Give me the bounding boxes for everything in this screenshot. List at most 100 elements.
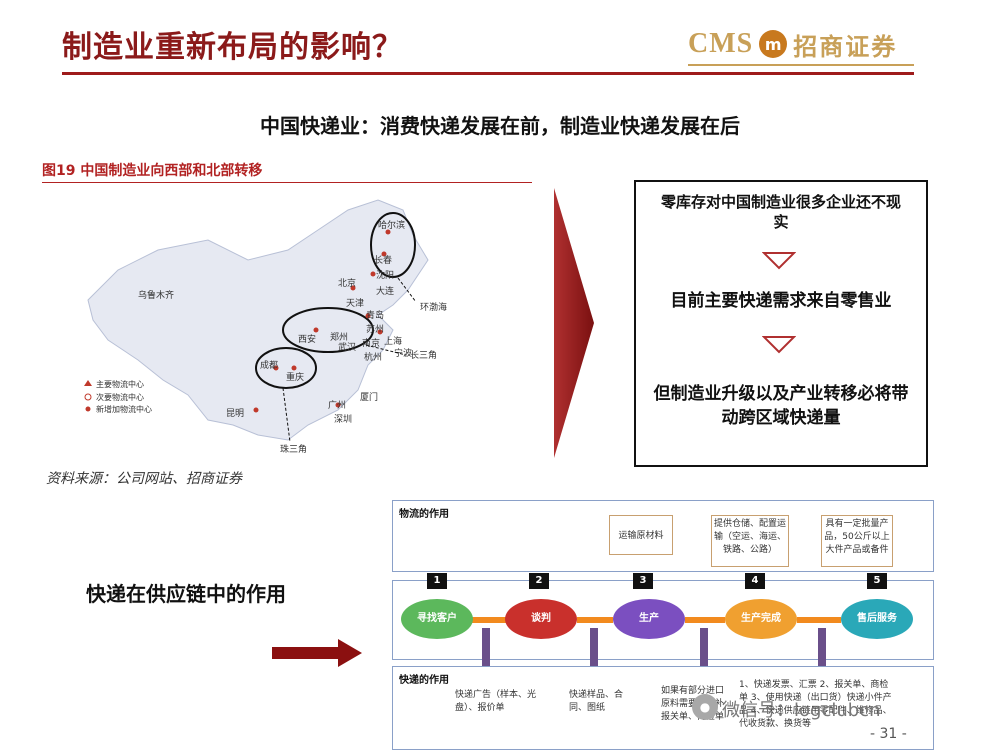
map-label-urumqi: 乌鲁木齐 xyxy=(138,289,174,301)
logo-mark-icon: m xyxy=(759,30,788,58)
map-label-ningbo: 宁波 xyxy=(394,347,412,359)
process-connector xyxy=(577,617,613,623)
process-panel: 1 2 3 4 5 寻找客户 谈判 生产 生产完成 售后服务 xyxy=(392,573,934,660)
city-marker xyxy=(253,407,259,413)
map-label-wuhan: 武汉 xyxy=(338,341,356,353)
step-number: 1 xyxy=(427,573,447,589)
express-note-1: 快递广告（样本、光盘）、报价单 xyxy=(455,690,537,713)
brand-logo: CMS m 招商证券 xyxy=(688,24,897,64)
logistics-panel: 物流的作用 运输原材料 提供仓储、配置运输（空运、海运、铁路、公路） 具有一定批… xyxy=(392,500,934,572)
step-production-complete: 生产完成 xyxy=(725,599,797,639)
southwest-region-ellipse xyxy=(255,347,317,389)
step-number: 2 xyxy=(529,573,549,589)
map-label-qingdao: 青岛 xyxy=(366,309,384,321)
map-label-hangzhou: 杭州 xyxy=(364,351,382,363)
logo-underline xyxy=(688,64,914,66)
city-marker xyxy=(370,271,376,277)
figure-source: 资料来源：公司网站、招商证券 xyxy=(46,471,242,487)
page-title: 制造业重新布局的影响？ xyxy=(62,30,403,65)
map-label-xian: 西安 xyxy=(298,333,316,345)
arrow-shape xyxy=(554,188,594,458)
map-label-kunming: 昆明 xyxy=(226,408,244,419)
bohai-pointer xyxy=(397,277,417,303)
map-label-shanghai: 上海 xyxy=(384,335,402,347)
express-note-4: 1、快递发票、汇票 2、报关单、商检单 3、使用快递（出口货）快递小件产品 4、… xyxy=(739,680,892,729)
flow-step-3: 但制造业升级以及产业转移必将带动跨区域快递量 xyxy=(653,384,909,428)
bohai-region-ellipse xyxy=(370,212,416,278)
city-marker xyxy=(335,402,341,408)
map-label-beijing: 北京 xyxy=(338,277,356,289)
slide-subtitle: 中国快递业：消费快递发展在前，制造业快递发展在后 xyxy=(260,114,740,138)
map-label-nanjing: 南京 xyxy=(362,337,380,349)
map-label-zhengzhou: 郑州 xyxy=(330,331,348,343)
step-after-sales: 售后服务 xyxy=(841,599,913,639)
map-label-shenyang: 沈阳 xyxy=(376,269,394,281)
supply-chain-diagram: 物流的作用 运输原材料 提供仓储、配置运输（空运、海运、铁路、公路） 具有一定批… xyxy=(392,500,934,750)
china-map-figure: 哈尔滨 长春 沈阳 北京 大连 天津 青岛 苏州 郑州 西安 南京 武汉 上海 … xyxy=(48,190,528,460)
flow-step-1: 零库存对中国制造业很多企业还不现实 xyxy=(660,193,901,231)
china-map-svg: 哈尔滨 长春 沈阳 北京 大连 天津 青岛 苏州 郑州 西安 南京 武汉 上海 … xyxy=(84,199,447,455)
legend-triangle-icon xyxy=(84,380,92,386)
city-marker xyxy=(365,313,371,319)
transition-arrow-icon xyxy=(554,188,594,458)
process-connector xyxy=(685,617,725,623)
map-label-guangzhou: 广州 xyxy=(328,399,346,411)
figure-caption-rule xyxy=(42,182,532,183)
map-label-chengdu: 成都 xyxy=(260,359,278,371)
region-label-bohai: 环渤海 xyxy=(420,301,447,313)
callout-warehousing: 提供仓储、配置运输（空运、海运、铁路、公路） xyxy=(711,515,789,567)
title-underline xyxy=(62,72,914,75)
yangtze-pointer xyxy=(365,344,407,356)
legend-item: 次要物流中心 xyxy=(96,392,144,402)
wechat-watermark: 微信号：logclubcn xyxy=(722,700,881,721)
legend-dot-icon xyxy=(85,406,91,412)
map-label-changchun: 长春 xyxy=(374,254,392,266)
figure-caption: 图19 中国制造业向西部和北部转移 xyxy=(42,163,263,179)
map-label-suzhou: 苏州 xyxy=(366,323,384,335)
map-label-shenzhen: 深圳 xyxy=(334,414,352,425)
step-number: 5 xyxy=(867,573,887,589)
logistics-title: 物流的作用 xyxy=(399,509,449,520)
china-outline-shape xyxy=(87,199,429,441)
flow-step-2: 目前主要快递需求来自零售业 xyxy=(670,291,892,311)
down-arrow-icon xyxy=(762,336,796,354)
logic-flow-box: 零库存对中国制造业很多企业还不现实 目前主要快递需求来自零售业 但制造业升级以及… xyxy=(634,180,928,467)
map-label-harbin: 哈尔滨 xyxy=(378,219,405,231)
map-label-dalian: 大连 xyxy=(376,285,394,297)
city-marker xyxy=(385,229,391,235)
supply-chain-label: 快递在供应链中的作用 xyxy=(86,582,286,606)
step-find-customer: 寻找客户 xyxy=(401,599,473,639)
logo-company-name: 招商证券 xyxy=(793,32,898,61)
wechat-icon: ● xyxy=(692,694,718,720)
region-label-yangtze: 长三角 xyxy=(410,349,437,361)
express-link-bar xyxy=(482,628,490,672)
step-production: 生产 xyxy=(613,599,685,639)
central-region-ellipse xyxy=(282,307,374,353)
map-label-tianjin: 天津 xyxy=(346,298,364,309)
express-link-bar xyxy=(700,628,708,672)
pearl-pointer xyxy=(282,387,291,443)
city-marker xyxy=(377,329,383,335)
express-link-bar xyxy=(818,628,826,672)
page-number: - 31 - xyxy=(870,726,907,742)
city-marker xyxy=(313,327,319,333)
step-number: 4 xyxy=(745,573,765,589)
right-arrow-icon xyxy=(272,639,362,667)
city-markers xyxy=(253,229,391,413)
city-marker xyxy=(381,251,387,257)
map-label-xiamen: 厦门 xyxy=(360,391,378,403)
express-note-2: 快递样品、合同、图纸 xyxy=(569,690,624,713)
legend-item: 主要物流中心 xyxy=(96,379,144,389)
express-title: 快递的作用 xyxy=(399,675,449,686)
legend-ring-icon xyxy=(84,393,92,401)
express-panel: 快递的作用 快递广告（样本、光盘）、报价单 快递样品、合同、图纸 如果有部分进口… xyxy=(392,666,934,750)
map-label-chongqing: 重庆 xyxy=(286,371,304,383)
map-legend: 主要物流中心 次要物流中心 新增加物流中心 xyxy=(84,379,152,414)
legend-item: 新增加物流中心 xyxy=(96,404,152,414)
express-link-bar xyxy=(590,628,598,672)
step-number: 3 xyxy=(633,573,653,589)
step-negotiation: 谈判 xyxy=(505,599,577,639)
city-marker xyxy=(291,365,297,371)
process-connector xyxy=(471,617,507,623)
city-marker xyxy=(273,365,279,371)
